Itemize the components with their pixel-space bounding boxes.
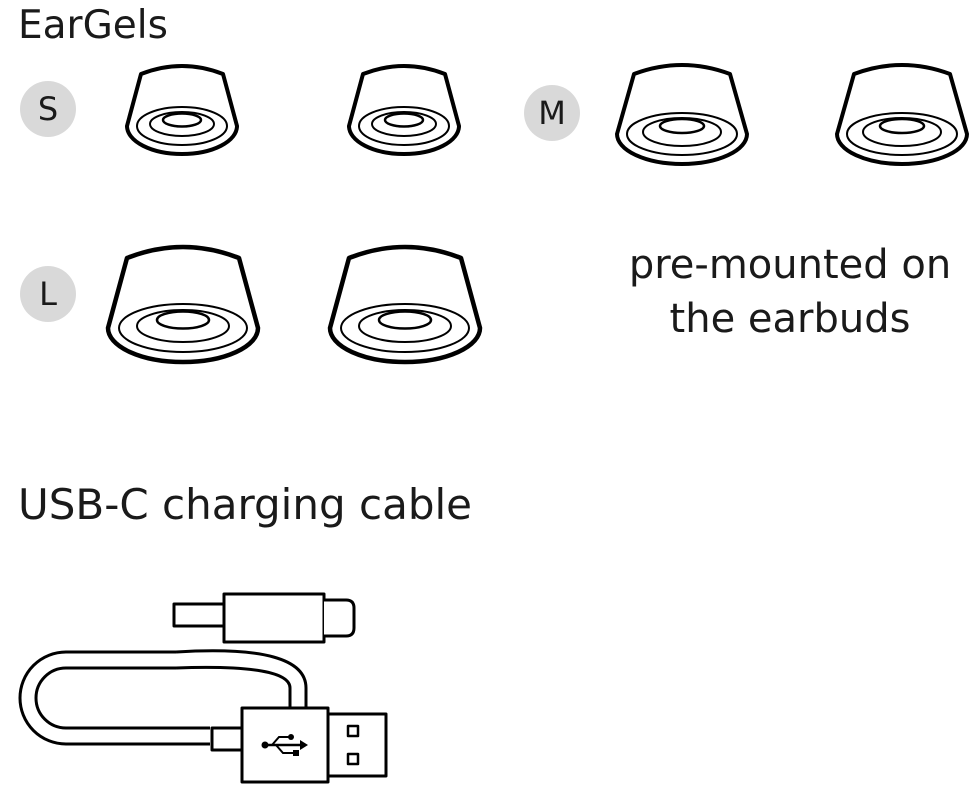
premounted-note-line-1: pre-mounted on [628, 242, 952, 288]
eargel-small-1-icon [125, 64, 239, 158]
size-label-large: L [39, 275, 57, 313]
size-badge-medium: M [524, 85, 580, 141]
eargel-large-1-icon [105, 244, 261, 366]
eargels-title: EarGels [18, 3, 168, 48]
eargel-large-2-icon [327, 244, 483, 366]
premounted-note: pre-mounted on the earbuds [612, 238, 968, 346]
size-label-small: S [37, 90, 59, 128]
usb-c-cable-icon [18, 588, 398, 792]
eargel-small-2-icon [347, 64, 461, 158]
usb-icon [261, 734, 308, 756]
size-badge-large: L [20, 266, 76, 322]
cable-title: USB-C charging cable [18, 480, 472, 529]
size-label-medium: M [538, 94, 566, 132]
size-badge-small: S [20, 81, 76, 137]
premounted-note-line-2: the earbuds [669, 296, 911, 342]
eargel-medium-2-icon [834, 62, 970, 168]
eargel-medium-1-icon [614, 62, 750, 168]
